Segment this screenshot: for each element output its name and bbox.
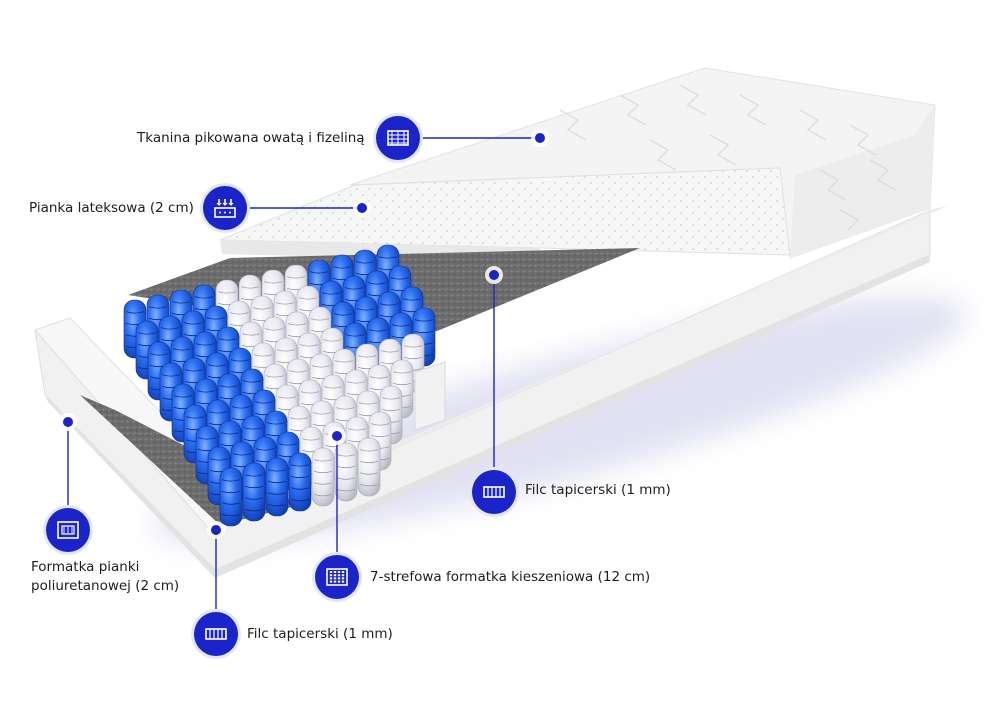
pocket-spring-blue [288,452,312,512]
pocket-spring-white [357,437,381,497]
felt-top-label: Filc tapicerski (1 mm) [525,482,671,498]
pocket-spring-blue [242,462,266,522]
felt-icon [472,470,516,514]
felt-icon [194,612,238,656]
felt-bottom-label: Filc tapicerski (1 mm) [247,626,393,642]
pocket-springs-label: 7-strefowa formatka kieszeniowa (12 cm) [370,569,651,585]
pocket-springs-icon [315,555,359,599]
foam-frame-inner-wall [414,361,446,431]
latex-foam-layer [219,167,791,262]
pu-foam-frame-label-line2: poliuretanowej (2 cm) [31,578,180,594]
pocket-spring-white [334,442,358,502]
annotation-points [59,129,549,539]
foam-frame-icon [46,508,90,552]
latex-foam-label: Pianka lateksowa (2 cm) [29,200,194,216]
quilted-top-cover [349,67,936,259]
quilted-fabric-icon [376,116,420,160]
pu-foam-frame-label-line1: Formatka pianki [31,559,140,575]
pocket-spring-blue [265,457,289,517]
pocket-spring-white [311,447,335,507]
pocket-spring-blue [219,467,243,527]
latex-foam-icon [203,186,247,230]
pocket-springs-group [123,244,436,527]
annotation-connectors [67,137,540,612]
quilted-fabric-label: Tkanina pikowana owatą i fizeliną [137,130,365,146]
